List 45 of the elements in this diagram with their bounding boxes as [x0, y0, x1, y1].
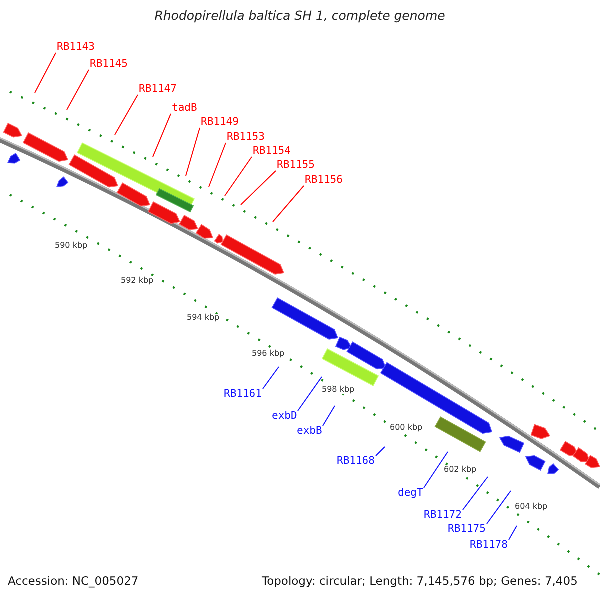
leader-line: [424, 452, 448, 488]
leader-line: [272, 186, 304, 222]
title: Rhodopirellula baltica SH 1, complete genome: [154, 10, 446, 22]
gene-label: degT: [398, 488, 424, 498]
gene-label: exbD: [272, 411, 298, 422]
gene-label: RB1145: [90, 59, 128, 70]
leader-line: [114, 94, 138, 136]
leader-line: [208, 142, 226, 188]
leader-line: [34, 52, 56, 94]
gene-label: RB1178: [470, 540, 508, 550]
scale-label: 596 kbp: [252, 350, 285, 358]
gene-label: tadB: [172, 103, 198, 114]
gene-label: RB1175: [448, 524, 486, 534]
gene-label: RB1155: [277, 160, 315, 170]
scale-label: 592 kbp: [121, 277, 154, 285]
scale-label: 602 kbp: [444, 466, 477, 474]
scale-label: 594 kbp: [187, 314, 220, 322]
gene-label: RB1154: [253, 146, 291, 156]
leader-line: [240, 170, 276, 206]
leader-line: [486, 490, 512, 524]
scale-label: 600 kbp: [390, 424, 423, 432]
footer-text: Topology: circular; Length: 7,145,576 bp; Genes: 7,405: [262, 576, 578, 588]
gene-label: RB1156: [305, 175, 343, 186]
leader-line: [152, 114, 172, 158]
gene-label: RB1143: [57, 42, 95, 52]
leader-line: [66, 70, 90, 110]
scale-label: 590 kbp: [55, 242, 88, 250]
footer-text: Accession: NC_005027: [8, 576, 139, 588]
gene-label: exbB: [297, 426, 322, 436]
scale-label: 604 kbp: [515, 503, 548, 511]
leader-line: [376, 446, 386, 456]
leader-line: [322, 406, 336, 426]
gene-label: RB1149: [201, 117, 239, 128]
gene-label: RB1147: [139, 84, 177, 94]
gene-label: RB1161: [224, 389, 262, 400]
leader-line: [224, 156, 252, 196]
leader-line: [298, 376, 322, 412]
leader-line: [462, 476, 488, 510]
leader-line: [262, 366, 280, 390]
scale-label: 598 kbp: [322, 386, 355, 394]
gene-label: RB1168: [337, 456, 375, 466]
leader-line: [186, 128, 200, 176]
gene-label: RB1153: [227, 132, 265, 142]
gene-label: RB1172: [424, 510, 462, 520]
leader-line: [508, 526, 518, 540]
